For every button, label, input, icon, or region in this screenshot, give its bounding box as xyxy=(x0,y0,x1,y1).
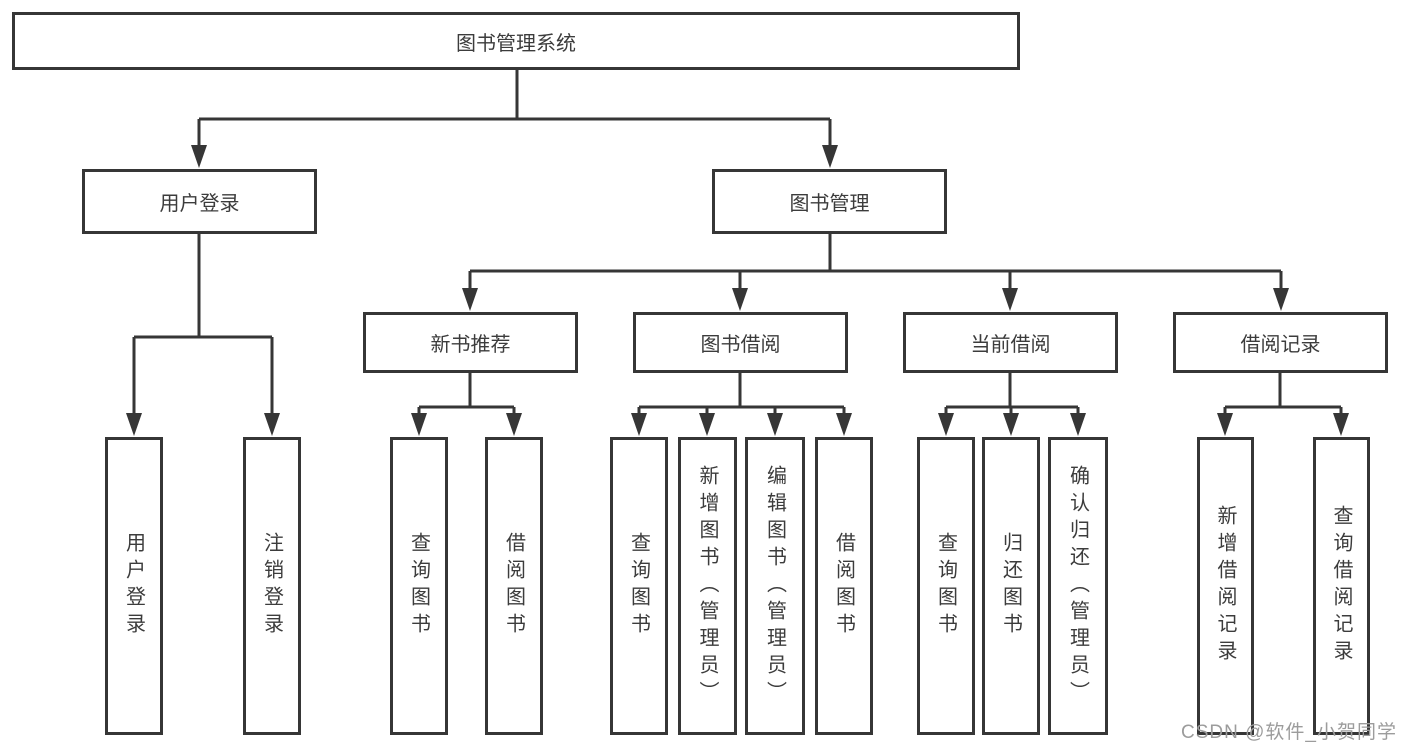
node-label: 用户登录 xyxy=(159,193,240,215)
node-label: 查询借阅记录 xyxy=(1330,505,1352,667)
leaf-add-books-admin: 新增图书（管理员） xyxy=(678,437,737,735)
node-label: 图书管理系统 xyxy=(456,32,576,55)
node-label: 用户登录 xyxy=(122,532,145,640)
node-label: 新增图书（管理员） xyxy=(696,464,718,708)
leaf-confirm-return-admin: 确认归还（管理员） xyxy=(1048,437,1108,735)
leaf-query-books-1: 查询图书 xyxy=(390,437,448,735)
leaf-query-books-2: 查询图书 xyxy=(610,437,668,735)
node-label: 查询图书 xyxy=(934,532,957,640)
node-label: 编辑图书（管理员） xyxy=(763,464,786,708)
node-label: 查询图书 xyxy=(407,532,430,640)
node-label: 图书管理 xyxy=(789,193,870,215)
node-new-book-recommend: 新书推荐 xyxy=(363,312,578,373)
node-label: 查询图书 xyxy=(627,532,650,640)
node-user-login: 用户登录 xyxy=(82,169,317,234)
csdn-watermark: CSDN @软件_小贺同学 xyxy=(1181,722,1397,743)
node-system-root: 图书管理系统 xyxy=(12,12,1020,70)
node-label: 归还图书 xyxy=(999,532,1022,640)
node-label: 注销登录 xyxy=(260,532,283,640)
node-borrow-records: 借阅记录 xyxy=(1173,312,1388,373)
node-label: 新书推荐 xyxy=(430,334,511,356)
leaf-edit-books-admin: 编辑图书（管理员） xyxy=(745,437,805,735)
node-label: 图书借阅 xyxy=(700,334,781,356)
node-book-borrow: 图书借阅 xyxy=(633,312,848,373)
leaf-borrow-books-2: 借阅图书 xyxy=(815,437,873,735)
node-label: 当前借阅 xyxy=(970,334,1051,356)
leaf-query-books-3: 查询图书 xyxy=(917,437,975,735)
node-book-management: 图书管理 xyxy=(712,169,947,234)
node-label: 借阅记录 xyxy=(1240,334,1321,356)
leaf-query-borrow-record: 查询借阅记录 xyxy=(1313,437,1370,735)
leaf-return-books: 归还图书 xyxy=(982,437,1040,735)
node-label: 借阅图书 xyxy=(832,532,855,640)
leaf-add-borrow-record: 新增借阅记录 xyxy=(1197,437,1254,735)
node-label: 新增借阅记录 xyxy=(1214,505,1236,667)
node-current-borrow: 当前借阅 xyxy=(903,312,1118,373)
leaf-logout: 注销登录 xyxy=(243,437,301,735)
leaf-borrow-books-1: 借阅图书 xyxy=(485,437,543,735)
leaf-user-login: 用户登录 xyxy=(105,437,163,735)
node-label: 借阅图书 xyxy=(502,532,525,640)
node-label: 确认归还（管理员） xyxy=(1066,464,1089,708)
